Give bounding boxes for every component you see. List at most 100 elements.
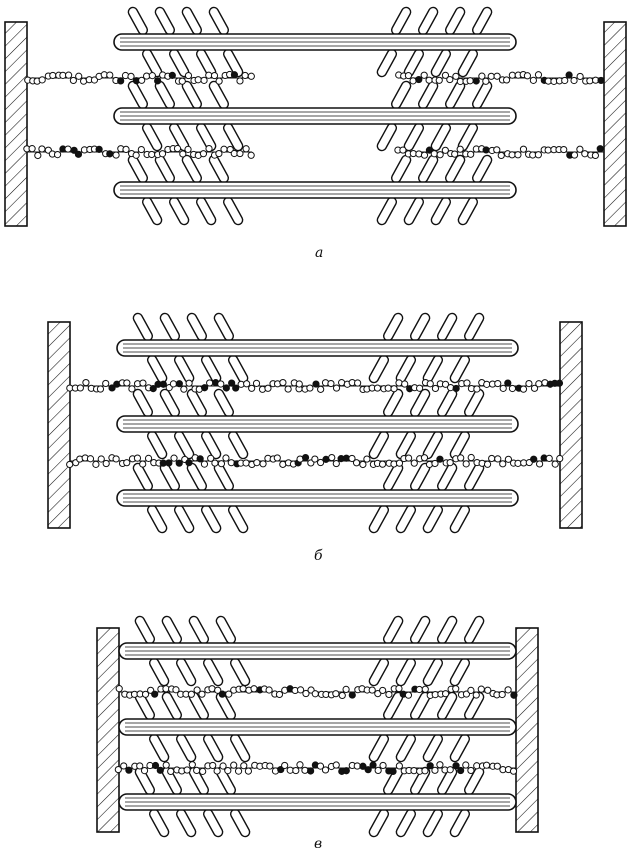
myosin-head <box>395 733 417 763</box>
myosin-head <box>188 615 210 645</box>
myosin-head <box>403 196 425 226</box>
myosin-head <box>368 504 390 534</box>
myosin-head <box>436 462 458 492</box>
myosin-head <box>127 80 149 110</box>
myosin-head <box>202 657 224 687</box>
myosin-head <box>208 6 230 36</box>
actin-filament-left <box>66 454 302 469</box>
myosin-head <box>148 657 170 687</box>
panel-label-b: б <box>314 548 323 564</box>
myosin-head <box>175 657 197 687</box>
myosin-head <box>395 657 417 687</box>
myosin-head <box>368 808 390 838</box>
myosin-head <box>444 154 466 184</box>
z-disc-right <box>559 321 583 529</box>
myosin-head <box>229 733 251 763</box>
myosin-head <box>368 733 390 763</box>
myosin-head <box>376 48 398 78</box>
myosin-head <box>368 354 390 384</box>
myosin-head <box>376 196 398 226</box>
myosin-head <box>436 388 458 418</box>
myosin-head <box>368 657 390 687</box>
myosin-head <box>382 388 404 418</box>
z-disc-left <box>47 321 71 529</box>
myosin-head <box>186 388 208 418</box>
myosin-head <box>200 354 222 384</box>
myosin-head <box>368 430 390 460</box>
myosin-filament <box>118 642 517 660</box>
myosin-filament <box>116 489 519 507</box>
myosin-head <box>409 388 431 418</box>
myosin-head <box>173 354 195 384</box>
myosin-head <box>403 122 425 152</box>
actin-filament-left <box>115 685 300 699</box>
myosin-head <box>213 388 235 418</box>
myosin-head <box>422 808 444 838</box>
myosin-head <box>227 430 249 460</box>
myosin-head <box>449 657 471 687</box>
myosin-head <box>449 808 471 838</box>
myosin-head <box>132 312 154 342</box>
myosin-head <box>382 312 404 342</box>
myosin-head <box>417 6 439 36</box>
myosin-head <box>181 80 203 110</box>
myosin-head <box>422 733 444 763</box>
z-disc-right <box>515 627 539 833</box>
myosin-head <box>134 615 156 645</box>
myosin-head <box>173 504 195 534</box>
myosin-head <box>148 733 170 763</box>
myosin-head <box>444 80 466 110</box>
panel-label-v: в <box>314 836 323 852</box>
myosin-head <box>376 122 398 152</box>
actin-filament-left <box>66 378 303 393</box>
myosin-head <box>422 504 444 534</box>
myosin-head <box>436 312 458 342</box>
myosin-head <box>213 312 235 342</box>
z-disc-right <box>603 21 627 227</box>
myosin-head <box>154 6 176 36</box>
myosin-filament <box>113 33 517 51</box>
myosin-head <box>463 615 485 645</box>
myosin-head <box>409 615 431 645</box>
actin-filament-right <box>295 378 564 394</box>
myosin-head <box>146 354 168 384</box>
myosin-head <box>195 196 217 226</box>
myosin-head <box>471 80 493 110</box>
myosin-filament <box>116 339 519 357</box>
myosin-head <box>132 388 154 418</box>
myosin-head <box>229 808 251 838</box>
myosin-head <box>457 196 479 226</box>
myosin-head <box>208 154 230 184</box>
myosin-head <box>417 80 439 110</box>
actin-filament-left <box>23 144 255 160</box>
myosin-head <box>141 196 163 226</box>
panel-label-a: а <box>315 245 324 261</box>
myosin-head <box>148 808 170 838</box>
myosin-head <box>390 6 412 36</box>
myosin-head <box>161 615 183 645</box>
actin-filament-right <box>296 453 564 469</box>
myosin-head <box>141 122 163 152</box>
myosin-filament <box>118 793 517 811</box>
myosin-head <box>222 196 244 226</box>
myosin-head <box>159 388 181 418</box>
myosin-head <box>146 504 168 534</box>
myosin-head <box>202 733 224 763</box>
myosin-head <box>417 154 439 184</box>
myosin-head <box>463 388 485 418</box>
myosin-filament <box>113 107 517 125</box>
myosin-filament <box>118 718 517 736</box>
myosin-head <box>444 6 466 36</box>
myosin-head <box>186 312 208 342</box>
myosin-head <box>227 354 249 384</box>
myosin-filament <box>113 181 517 199</box>
myosin-head <box>436 615 458 645</box>
myosin-head <box>409 312 431 342</box>
myosin-head <box>422 657 444 687</box>
myosin-head <box>471 6 493 36</box>
myosin-head <box>200 504 222 534</box>
myosin-head <box>449 733 471 763</box>
myosin-head <box>471 154 493 184</box>
myosin-head <box>154 154 176 184</box>
